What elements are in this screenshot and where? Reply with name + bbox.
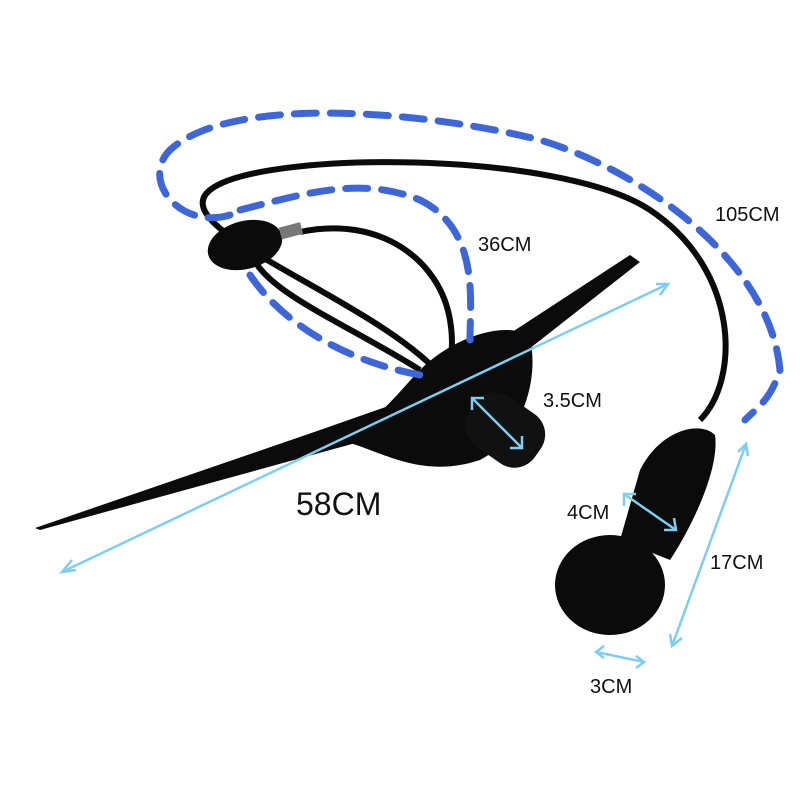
label-plug-length: 17CM [710,552,764,574]
arrow-3-5cm [471,397,523,449]
long-hose [199,159,729,423]
label-base-width: 3CM [590,676,633,698]
label-gag-diameter: 3.5CM [543,390,602,412]
label-plug-diameter: 4CM [567,502,610,524]
strap-right [500,255,640,360]
pump-hose [299,225,455,383]
pump-bulb [207,219,283,271]
label-pump-hose-length: 36CM [478,234,532,256]
arrow-4cm [623,492,677,532]
arrow-annotations [58,282,750,669]
plug-shaft [620,428,716,560]
strap [35,395,440,530]
plug-base [555,535,665,635]
arrow-58cm [61,282,669,574]
label-strap-length: 58CM [296,486,382,522]
label-hose-length: 105CM [715,204,780,226]
arrow-3cm [595,650,645,664]
dashed-105cm-line [156,109,784,424]
arrow-17cm [670,443,748,647]
dashed-36cm-line [236,184,475,379]
pump-valve [278,222,304,240]
